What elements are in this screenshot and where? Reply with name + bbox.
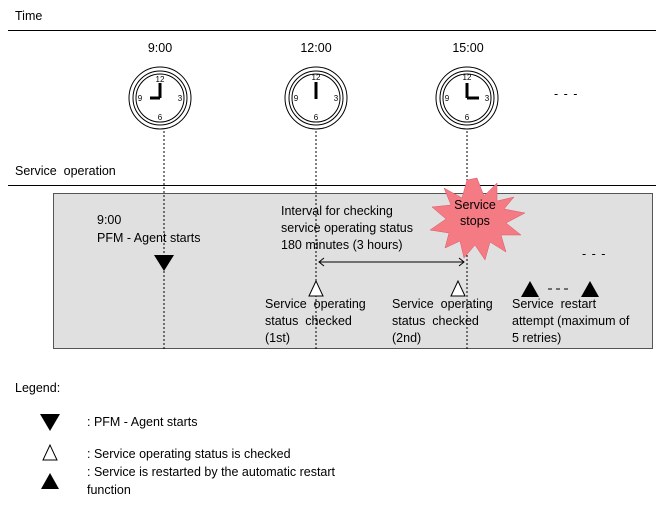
legend-agent-start-text: : PFM - Agent starts: [87, 415, 198, 429]
clock-number: 9: [138, 94, 143, 103]
service-operation-divider: [8, 185, 656, 186]
interval-label-line2: service operating status: [281, 221, 414, 235]
service-operation-panel: [53, 193, 653, 349]
check2-label-line1: Service operating: [392, 297, 493, 311]
clock-number: 6: [314, 113, 319, 122]
service-operation-section-label: Service operation: [15, 164, 116, 178]
check2-label-line2: status checked: [392, 314, 479, 328]
time-section-label: Time: [15, 9, 43, 23]
clock-label-9: 9:00: [147, 41, 173, 55]
clock-number: 9: [294, 94, 299, 103]
interval-label-line3: 180 minutes (3 hours): [281, 238, 403, 252]
legend-filled-down-triangle-icon: [40, 414, 60, 431]
legend-filled-up-triangle-icon: [41, 473, 59, 489]
restart-marker-1: [521, 281, 539, 297]
restart-label-line1: Service restart: [512, 297, 597, 311]
legend-restart-text-cont: function: [87, 483, 131, 497]
check1-label-line2: status checked: [265, 314, 352, 328]
service-stops-label-line1: Service: [454, 198, 496, 212]
check1-label-line1: Service operating: [265, 297, 366, 311]
interval-label-line1: Interval for checking: [281, 204, 393, 218]
clock-number: 12: [463, 73, 472, 82]
check2-label-line3: (2nd): [392, 331, 422, 345]
service-stops-label-line2: stops: [460, 214, 490, 228]
restart-label-line3: 5 retries): [512, 331, 562, 345]
clock-number: 3: [485, 94, 490, 103]
service-stops-burst: [429, 177, 526, 261]
clock-label-12: 12:00: [300, 41, 332, 55]
clock-number: 12: [156, 75, 165, 84]
clock-number: 3: [334, 94, 339, 103]
status-check-marker-2: [450, 279, 466, 297]
clock-icon-12: 12 3 6 9: [284, 66, 348, 130]
time-section-divider: [8, 30, 656, 31]
agent-start-time: 9:00: [97, 213, 122, 227]
restart-marker-2: [581, 281, 599, 297]
agent-start-marker: [154, 255, 174, 271]
check1-label-line3: (1st): [265, 331, 290, 345]
status-check-marker-1: [308, 279, 324, 297]
clock-label-15: 15:00: [452, 41, 484, 55]
clock-number: 9: [445, 94, 450, 103]
agent-start-text: PFM - Agent starts: [97, 231, 201, 245]
clock-number: 6: [158, 113, 163, 122]
timeline-ellipsis: - - -: [554, 87, 579, 101]
legend-title: Legend:: [15, 381, 61, 395]
clock-icon-9: 12 3 6 9: [128, 66, 192, 130]
clock-number: 6: [465, 113, 470, 122]
restart-label-line2: attempt (maximum of: [512, 314, 630, 328]
clock-icon-15: 12 3 6 9: [435, 66, 499, 130]
clock-number: 12: [312, 73, 321, 82]
legend-restart-text: : Service is restarted by the automatic …: [87, 465, 336, 479]
legend-hollow-up-triangle-icon: [42, 443, 58, 461]
legend-status-check-text: : Service operating status is checked: [87, 447, 291, 461]
clock-number: 3: [178, 94, 183, 103]
panel-ellipsis: - - -: [582, 247, 607, 261]
